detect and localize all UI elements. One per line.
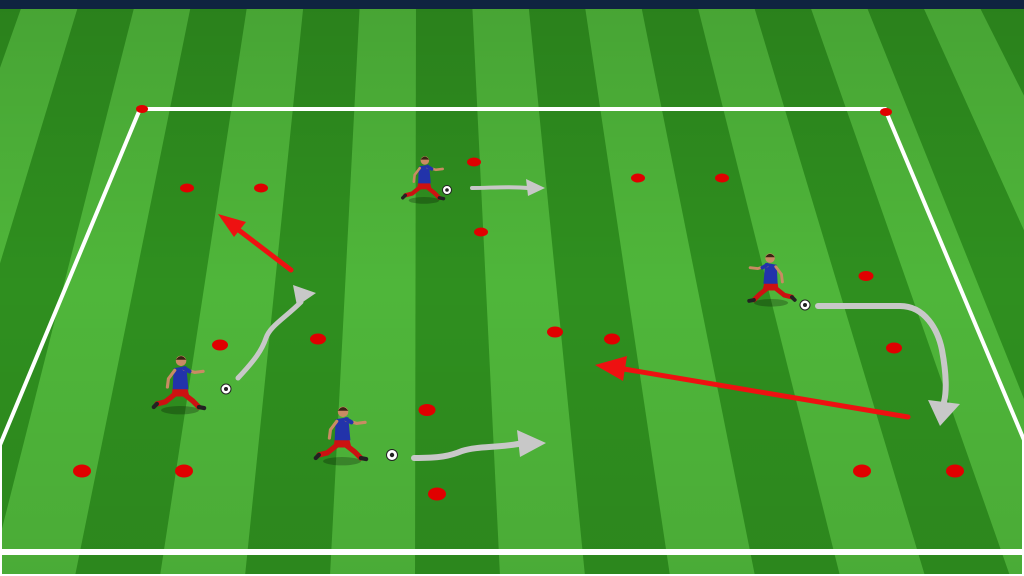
cone	[547, 326, 563, 338]
run-arrows	[218, 214, 911, 420]
cone	[474, 227, 488, 237]
cone	[180, 183, 194, 193]
cone	[310, 333, 326, 345]
cone	[631, 173, 645, 183]
cone	[886, 342, 902, 354]
dribble-arrow	[411, 430, 546, 461]
player-dribbling-icon	[747, 253, 797, 307]
player-dribbling-icon	[401, 156, 446, 204]
soccer-ball-icon	[386, 449, 398, 461]
cone	[467, 157, 481, 167]
player-dribbling-icon	[313, 406, 369, 466]
cone	[212, 339, 228, 351]
soccer-ball-icon	[220, 383, 232, 395]
dribble-arrows	[235, 179, 960, 461]
players-group	[151, 156, 811, 466]
run-arrow	[218, 214, 294, 273]
cone	[715, 173, 729, 183]
cone	[428, 487, 446, 501]
run-arrow	[595, 356, 911, 420]
dribble-arrow	[470, 179, 545, 196]
cone	[254, 183, 268, 193]
cones-group	[73, 105, 964, 501]
cone	[418, 404, 436, 416]
corner-cone	[136, 105, 148, 113]
player-dribbling-icon	[151, 355, 207, 415]
soccer-ball-icon	[442, 185, 452, 195]
dribble-arrow	[235, 285, 316, 381]
cone	[858, 271, 874, 281]
soccer-ball-icon	[799, 299, 811, 311]
cone	[175, 464, 193, 478]
cone	[604, 333, 620, 345]
cone	[853, 464, 871, 478]
top-bar	[0, 0, 1024, 9]
cone	[946, 464, 964, 478]
corner-cone	[880, 108, 892, 116]
dribble-arrow	[815, 303, 960, 426]
cone	[73, 464, 91, 478]
